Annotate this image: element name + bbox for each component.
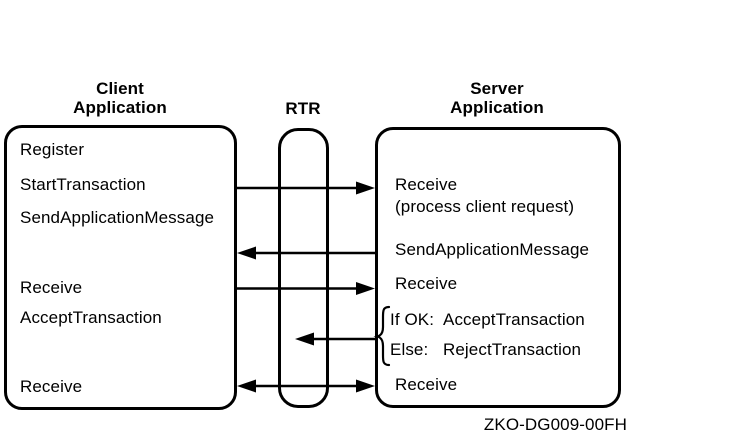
server-call-receive-2: Receive xyxy=(395,274,458,293)
server-call-receive-final: Receive xyxy=(395,375,458,394)
client-call-start-transaction: StartTransaction xyxy=(20,175,146,194)
server-call-send-application-message: SendApplicationMessage xyxy=(395,240,590,259)
server-call-receive-note: (process client request) xyxy=(395,197,575,216)
client-application-box xyxy=(4,125,237,410)
client-application-header: Client Application xyxy=(73,79,167,117)
arrowhead-left-icon xyxy=(237,379,256,393)
server-conditional-if-row: If OK: AcceptTransaction xyxy=(390,310,585,330)
arrowhead-right-icon xyxy=(356,379,375,393)
server-call-accept-transaction: AcceptTransaction xyxy=(443,310,585,329)
client-call-receive: Receive xyxy=(20,278,83,297)
rtr-pillar xyxy=(278,128,329,408)
server-call-receive: Receive xyxy=(395,175,458,194)
server-call-reject-transaction: RejectTransaction xyxy=(443,340,582,359)
server-application-box xyxy=(375,127,621,408)
arrowhead-right-icon xyxy=(356,282,375,295)
client-call-receive-final: Receive xyxy=(20,377,83,396)
figure-id-label: ZKO-DG009-00FH xyxy=(483,415,627,434)
client-call-send-application-message: SendApplicationMessage xyxy=(20,208,215,227)
if-ok-label: If OK: xyxy=(390,310,435,329)
server-application-header: Server Application xyxy=(450,79,544,117)
server-conditional-else-row: Else: RejectTransaction xyxy=(390,340,581,360)
client-call-register: Register xyxy=(20,140,85,159)
arrowhead-right-icon xyxy=(356,181,375,195)
else-label: Else: xyxy=(390,340,429,359)
client-call-accept-transaction: AcceptTransaction xyxy=(20,308,162,327)
arrowhead-left-icon xyxy=(237,246,256,260)
rtr-header: RTR xyxy=(285,99,321,118)
